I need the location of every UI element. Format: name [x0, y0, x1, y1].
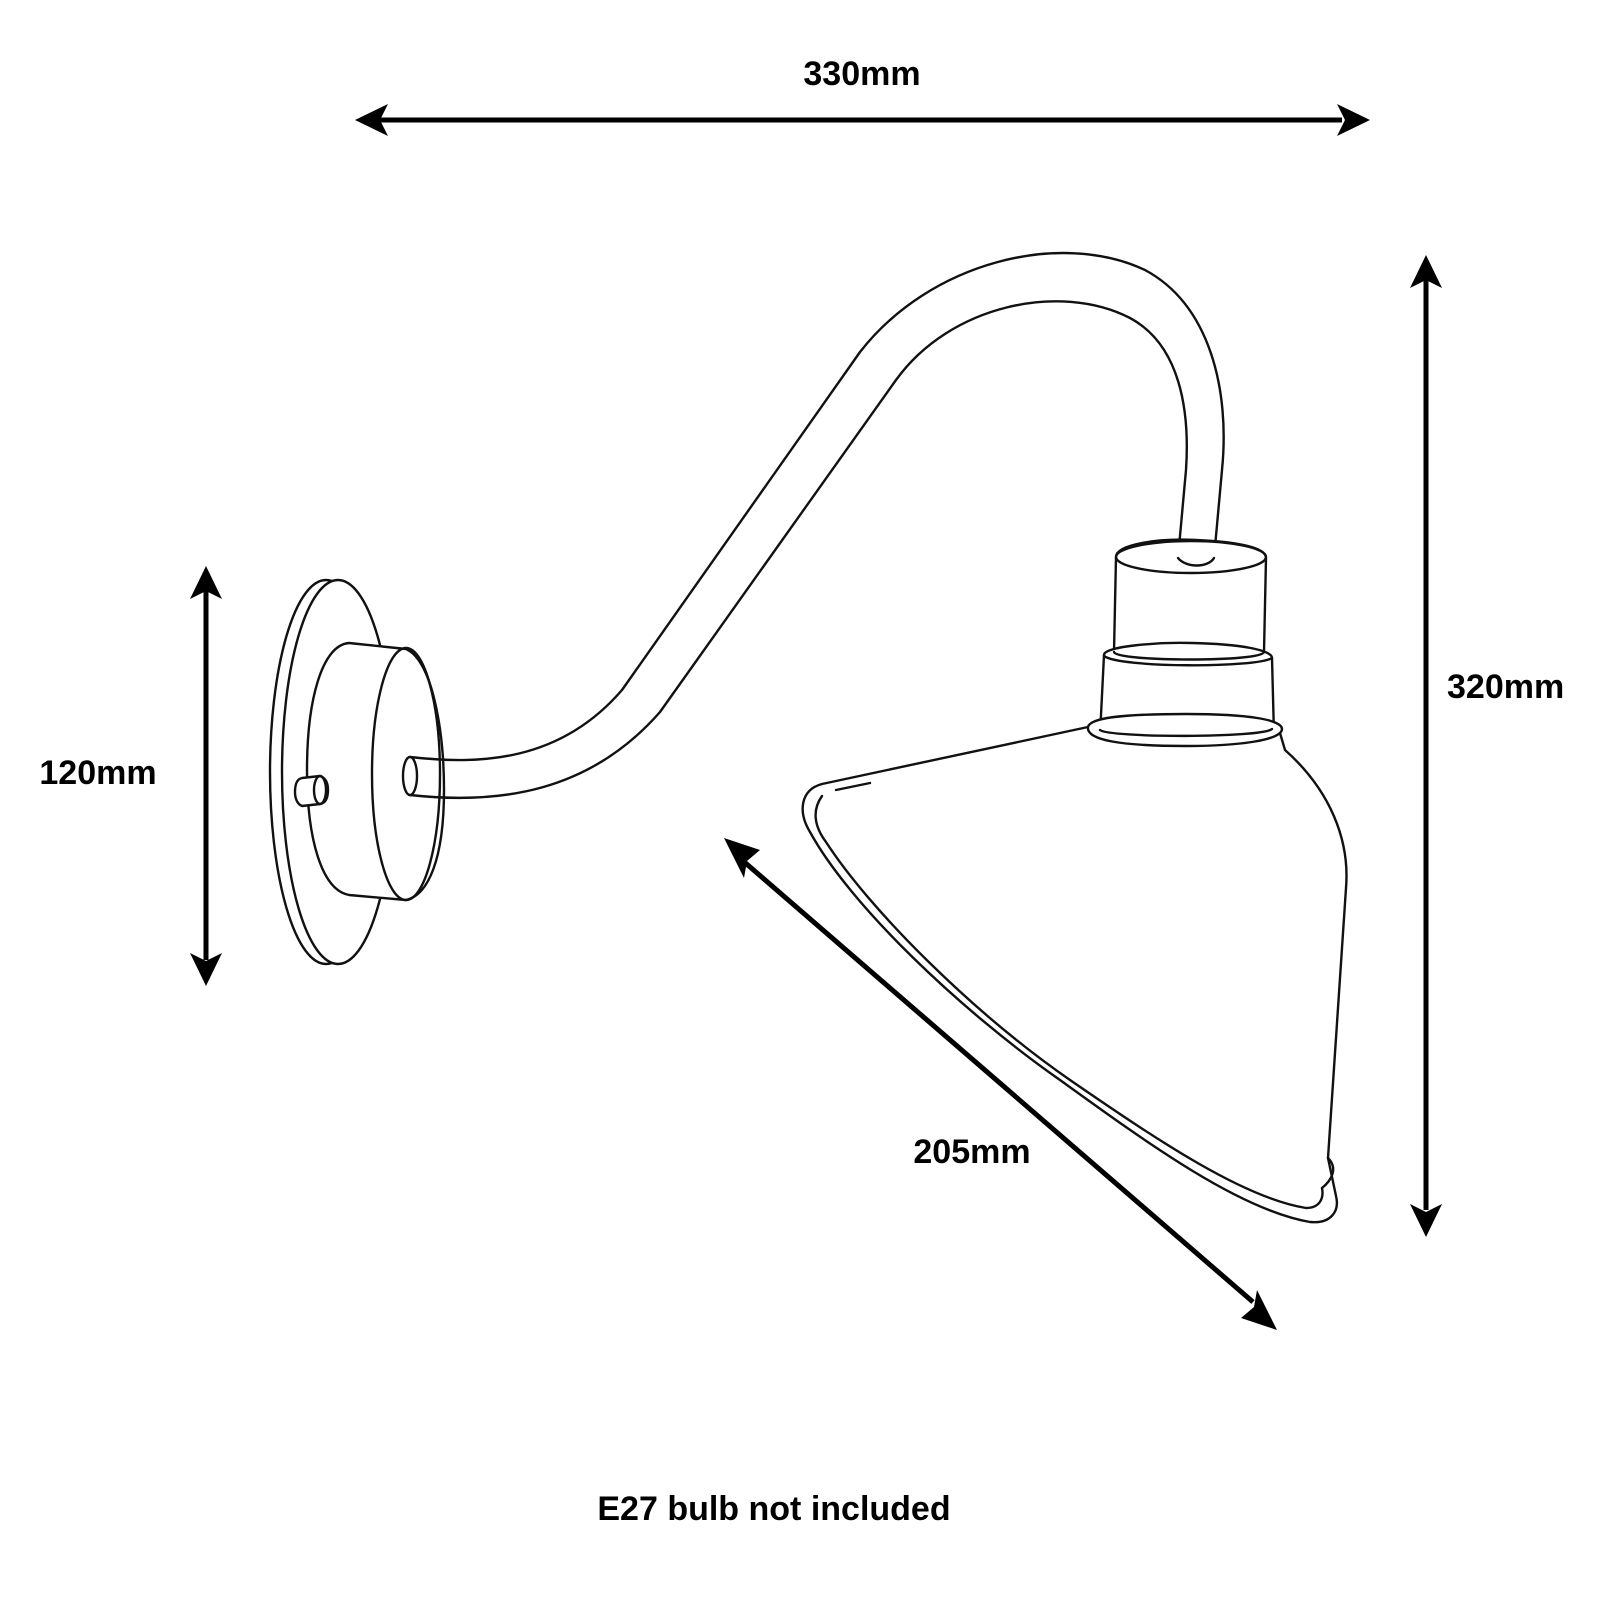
socket-ring — [1112, 650, 1266, 661]
set-screw-head — [312, 774, 328, 806]
shade-arrow-bottom — [1241, 1290, 1277, 1330]
socket-lower — [1098, 641, 1276, 737]
arm-end-cap — [401, 755, 419, 797]
shade-inner-edge — [834, 781, 872, 792]
shade-label: 205mm — [913, 1133, 1030, 1171]
lamp-shade — [801, 712, 1348, 1224]
socket-upper — [1112, 538, 1268, 654]
shade-arrow-top — [724, 838, 760, 878]
width-arrow-right — [1337, 104, 1370, 136]
height-label: 320mm — [1447, 668, 1564, 706]
height-dimension: 320mm — [1410, 255, 1564, 1237]
bulb-note: E27 bulb not included — [597, 1490, 950, 1528]
arm-into-socket — [1176, 556, 1216, 567]
arm-inner-edge — [408, 300, 1188, 800]
lamp-socket — [1098, 538, 1276, 737]
height-arrow-top — [1410, 255, 1442, 288]
shade-dimension: 205mm — [724, 838, 1277, 1330]
wall-lamp-illustration — [268, 251, 1348, 1224]
shade-rim-lip — [1320, 1156, 1335, 1190]
shade-collar — [1086, 712, 1284, 748]
backplate — [268, 578, 446, 966]
shade-dimension-line — [740, 858, 1255, 1304]
width-arrow-left — [355, 104, 388, 136]
shade-rim-inner — [814, 794, 1324, 1210]
width-dimension: 330mm — [355, 55, 1370, 136]
shade-collar-inner — [1098, 727, 1274, 738]
gooseneck-arm — [401, 251, 1225, 800]
arm-outer-edge — [408, 251, 1225, 762]
mounting-cylinder-face — [370, 646, 442, 902]
backplate-arrow-bottom — [190, 953, 222, 986]
socket-lower-band — [1102, 654, 1274, 667]
backplate-label: 120mm — [39, 754, 156, 792]
backplate-dimension: 120mm — [39, 566, 222, 986]
backplate-arrow-top — [190, 566, 222, 599]
width-label: 330mm — [803, 55, 920, 93]
height-arrow-bottom — [1410, 1204, 1442, 1237]
socket-top-face — [1114, 539, 1268, 575]
shade-body — [801, 725, 1348, 1224]
mounting-cylinder — [305, 641, 446, 902]
